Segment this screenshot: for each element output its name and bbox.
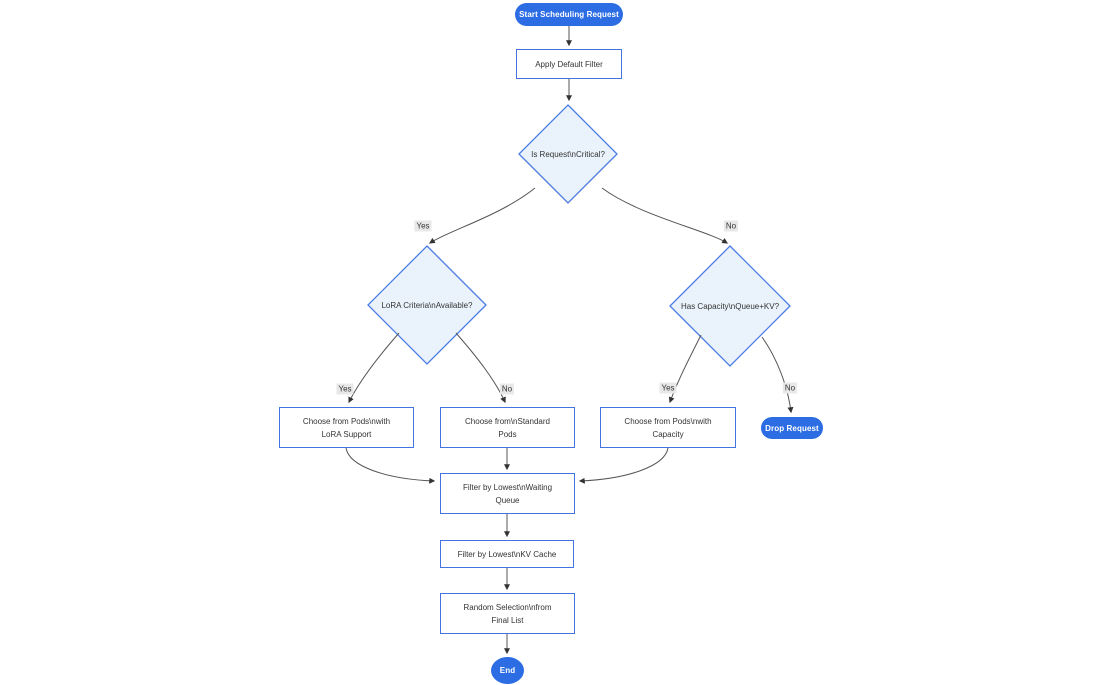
node-lora-criteria-label: LoRA Criteria\nAvailable? [381, 300, 473, 310]
node-label-line: Queue [495, 495, 520, 505]
node-end: End [491, 657, 524, 684]
node-label-line: Filter by Lowest\nWaiting [462, 482, 553, 492]
edge-label-lora-yes: Yes [336, 383, 354, 395]
edge-label-critical-no: No [723, 220, 739, 232]
edge-label-critical-yes: Yes [414, 220, 432, 232]
edge-lora-yes-to-choose-lora [348, 332, 400, 404]
node-label-line: Capacity [652, 429, 684, 439]
node-has-capacity-label: Has Capacity\nQueue+KV? [680, 301, 780, 311]
node-choose-standard-pods: Choose from\nStandard Pods [440, 407, 575, 448]
node-random-selection: Random Selection\nfrom Final List [440, 593, 575, 634]
edge-critical-no-to-capacity [601, 187, 729, 244]
edge-capacity-yes-to-choose-capacity [668, 334, 702, 404]
edge-critical-yes-to-lora [428, 187, 536, 244]
edge-lora-no-to-choose-standard [455, 332, 506, 404]
edge-capacity-no-to-drop [761, 336, 794, 414]
edge-choose-capacity-to-filter-waiting [578, 447, 669, 484]
node-is-critical-label: Is Request\nCritical? [531, 149, 605, 159]
edge-label-capacity-no: No [782, 382, 798, 394]
node-choose-capacity-pods: Choose from Pods\nwith Capacity [600, 407, 736, 448]
node-drop-request: Drop Request [761, 417, 823, 439]
node-label-line: Choose from Pods\nwith [302, 416, 391, 426]
node-apply-default-filter: Apply Default Filter [516, 49, 622, 79]
node-label-line: Final List [491, 615, 524, 625]
node-start: Start Scheduling Request [515, 3, 623, 26]
node-label-line: Choose from\nStandard [465, 416, 550, 426]
node-label-line: Random Selection\nfrom [463, 602, 552, 612]
node-label-line: Choose from Pods\nwith [624, 416, 712, 426]
edge-choose-lora-to-filter-waiting [345, 447, 436, 484]
node-label-line: LoRA Support [321, 429, 372, 439]
node-choose-lora-pods: Choose from Pods\nwith LoRA Support [279, 407, 414, 448]
node-filter-kv-cache: Filter by Lowest\nKV Cache [440, 540, 574, 568]
decision-is-critical-shape [518, 104, 618, 204]
edge-label-capacity-yes: Yes [659, 382, 677, 394]
node-filter-waiting-queue: Filter by Lowest\nWaiting Queue [440, 473, 575, 514]
edge-label-lora-no: No [499, 383, 515, 395]
node-label-line: Pods [498, 429, 517, 439]
